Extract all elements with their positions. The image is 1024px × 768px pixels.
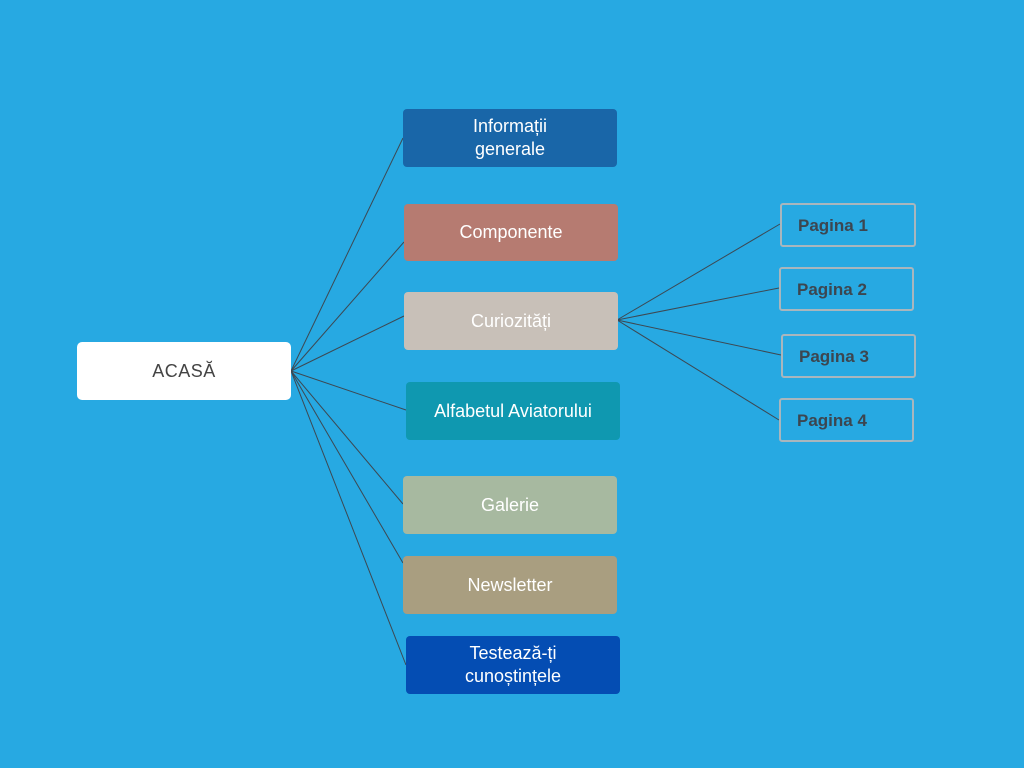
home-node-label: ACASĂ [152,360,216,381]
subpage-node-label: Pagina 1 [798,215,868,235]
menu-node-label: Galerie [480,494,540,515]
menu-node-label: Componente [459,222,563,242]
link-root-testeaza [290,370,407,666]
menu-node-galerie[interactable]: Galerie [403,476,617,534]
subpage-node-label: Pagina 3 [799,346,869,366]
link-root-componente [290,241,405,372]
menu-node-label: Curiozități [470,310,552,331]
menu-node-label: Testează-ți cunoștințele [464,643,562,686]
subpage-node-pagina-4[interactable]: Pagina 4 [779,398,914,442]
menu-node-componente[interactable]: Componente [404,204,618,261]
subpage-node-pagina-1[interactable]: Pagina 1 [780,203,916,247]
subpage-node-label: Pagina 4 [797,410,867,430]
home-node[interactable]: ACASĂ [77,342,291,400]
link-curiozitati-pagina4 [616,319,780,421]
link-root-galerie [290,370,404,505]
link-curiozitati-pagina3 [616,319,782,356]
link-root-newsletter [290,370,404,564]
menu-node-label: Newsletter [467,574,553,595]
menu-node-informatii[interactable]: Informații generale [403,109,617,167]
menu-node-label: Alfabetul Aviatorului [434,400,592,421]
menu-node-alfabetul[interactable]: Alfabetul Aviatorului [406,382,620,440]
subpage-node-label: Pagina 2 [797,279,867,299]
menu-node-testeaza[interactable]: Testează-ți cunoștințele [406,636,620,694]
subpage-node-pagina-2[interactable]: Pagina 2 [779,267,914,311]
menu-node-newsletter[interactable]: Newsletter [403,556,617,614]
menu-node-label: Informații generale [472,116,548,159]
link-curiozitati-pagina1 [616,223,781,321]
link-root-alfabetul [290,370,407,411]
link-root-informatii [290,137,404,372]
link-curiozitati-pagina2 [616,287,780,321]
link-root-curiozitati [290,315,405,372]
menu-node-curiozitati[interactable]: Curiozități [404,292,618,350]
subpage-node-pagina-3[interactable]: Pagina 3 [781,334,916,378]
